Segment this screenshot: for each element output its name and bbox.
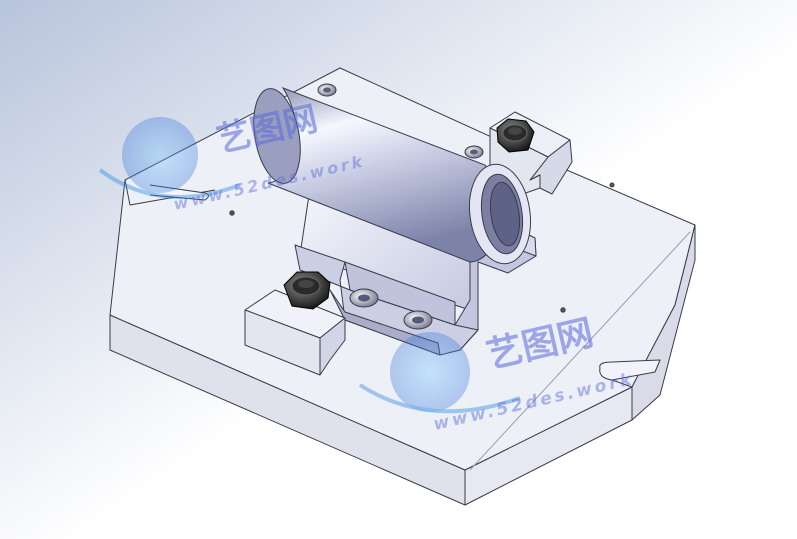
- globe-dots-icon: [358, 332, 521, 414]
- hex-nut-rear[interactable]: [496, 118, 535, 153]
- pipe-cylinder[interactable]: [247, 85, 537, 268]
- globe-dots-icon: [98, 117, 241, 199]
- cylinder-screw-top[interactable]: [317, 83, 337, 97]
- cylinder-screw-front[interactable]: [464, 145, 484, 159]
- foot-screw-right[interactable]: [403, 310, 433, 330]
- clamp-block-front[interactable]: [244, 289, 346, 376]
- foot-screw-left[interactable]: [349, 288, 379, 308]
- hex-nut-front[interactable]: [283, 271, 331, 310]
